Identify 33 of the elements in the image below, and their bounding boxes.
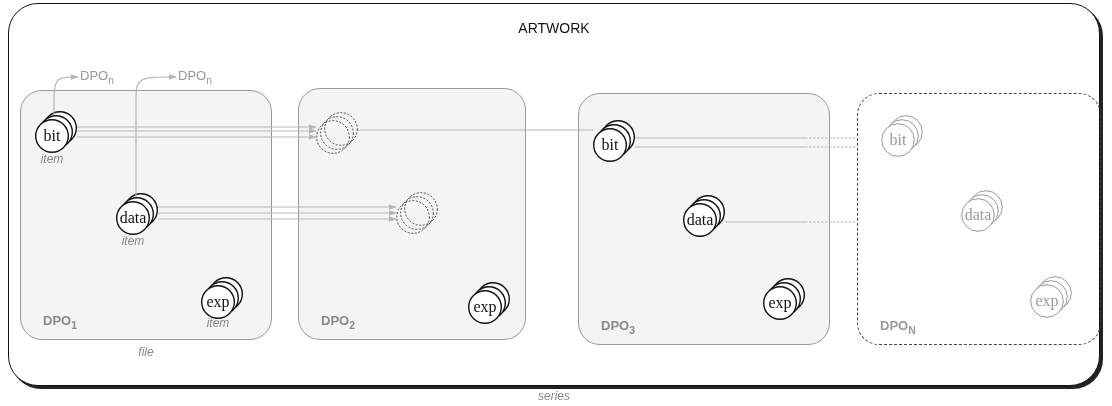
arrow [157, 216, 397, 222]
node-label: bit [601, 136, 619, 154]
arrow [76, 134, 317, 140]
node-label: series [538, 389, 570, 403]
diagram-heading: ARTWORK [517, 20, 591, 36]
node-label: data [119, 209, 147, 227]
node-label: bit [889, 131, 907, 149]
node-label: exp [768, 294, 792, 312]
panel [298, 88, 526, 340]
node-label: data [686, 211, 714, 229]
node-label: item [206, 316, 230, 330]
arrow [157, 210, 397, 216]
arrow [76, 128, 317, 134]
node-label: exp [1035, 292, 1059, 310]
node-label: item [40, 152, 64, 166]
arrow [76, 124, 317, 130]
arrow [157, 204, 397, 210]
target-label: DPO$_{n}$ [80, 68, 114, 86]
panel [857, 93, 1101, 345]
node-label: exp [206, 293, 230, 311]
panel-label: DPO$_{1}$ [43, 313, 77, 331]
node-label: bit [43, 127, 61, 145]
panel-label: DPO$_{2}$ [321, 313, 355, 331]
node-label: item [121, 234, 145, 248]
node-label: file [138, 345, 154, 359]
panel-label: DPO$_{N}$ [880, 318, 916, 336]
panel-label: DPO$_{3}$ [601, 318, 635, 336]
panel [578, 93, 830, 345]
target-label: DPO$_{n}$ [178, 68, 212, 86]
node-label: exp [473, 298, 497, 316]
node-label: data [964, 206, 992, 224]
arrow [53, 74, 79, 116]
arrow [135, 74, 177, 198]
